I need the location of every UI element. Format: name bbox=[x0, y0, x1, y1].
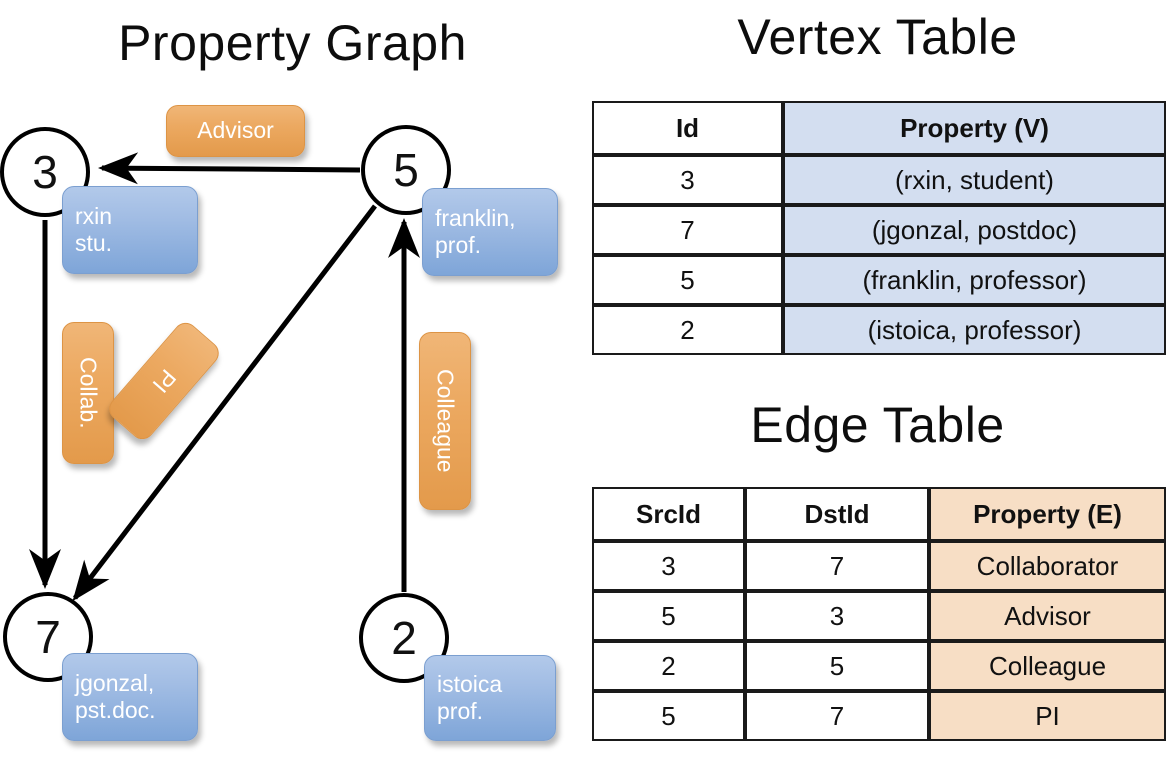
vertex-property-line-1: rxin bbox=[75, 202, 113, 229]
graph-node-5[interactable]: 5 bbox=[361, 125, 451, 215]
edge-cell-dstid: 7 bbox=[745, 691, 929, 741]
vertex-property-box-3: rxin stu. bbox=[62, 186, 198, 274]
table-row: 3 (rxin, student) bbox=[592, 155, 1166, 205]
property-graph-diagram: 3 5 7 2 rxin stu. franklin, prof. jgonza… bbox=[0, 105, 558, 741]
edge-cell-property: PI bbox=[929, 691, 1166, 741]
edge-cell-property: Colleague bbox=[929, 641, 1166, 691]
page-title-edge-table: Edge Table bbox=[750, 397, 1005, 453]
edge-cell-srcid: 5 bbox=[592, 691, 745, 741]
edge-cell-property: Collaborator bbox=[929, 541, 1166, 591]
table-row: 5 7 PI bbox=[592, 691, 1166, 741]
edge-label-text: Advisor bbox=[197, 117, 274, 144]
vertex-property-line-2: prof. bbox=[437, 698, 484, 724]
edge-label-box-colleague: Colleague bbox=[419, 332, 471, 510]
vertex-cell-property: (jgonzal, postdoc) bbox=[783, 205, 1166, 255]
vertex-table-header-property: Property (V) bbox=[783, 101, 1166, 155]
table-row: 2 (istoica, professor) bbox=[592, 305, 1166, 355]
table-row: 7 (jgonzal, postdoc) bbox=[592, 205, 1166, 255]
edge-arrow-5-to-7 bbox=[72, 204, 377, 602]
edge-label-box-advisor: Advisor bbox=[166, 105, 305, 157]
table-row: 3 7 Collaborator bbox=[592, 541, 1166, 591]
edge-label-text: Collab. bbox=[75, 357, 102, 429]
vertex-property-line-2: stu. bbox=[75, 230, 113, 256]
table-row: 5 3 Advisor bbox=[592, 591, 1166, 641]
vertex-table-header-id: Id bbox=[592, 101, 783, 155]
vertex-cell-id: 7 bbox=[592, 205, 783, 255]
vertex-table: Id Property (V) 3 (rxin, student) 7 (jgo… bbox=[592, 101, 1166, 355]
vertex-property-line-2: prof. bbox=[435, 232, 482, 258]
edge-cell-dstid: 7 bbox=[745, 541, 929, 591]
edge-cell-srcid: 2 bbox=[592, 641, 745, 691]
vertex-table-header-row: Id Property (V) bbox=[592, 101, 1166, 155]
vertex-cell-id: 5 bbox=[592, 255, 783, 305]
edge-table-header-srcid: SrcId bbox=[592, 487, 745, 541]
edge-table-header-property: Property (E) bbox=[929, 487, 1166, 541]
graph-edge-arrows bbox=[29, 152, 420, 602]
vertex-cell-property: (istoica, professor) bbox=[783, 305, 1166, 355]
graph-node-2[interactable]: 2 bbox=[359, 593, 449, 683]
vertex-property-line-1: jgonzal, bbox=[75, 669, 155, 696]
edge-cell-srcid: 3 bbox=[592, 541, 745, 591]
edge-table-header-row: SrcId DstId Property (E) bbox=[592, 487, 1166, 541]
vertex-property-line-2: pst.doc. bbox=[75, 697, 156, 723]
vertex-property-line-1: franklin, bbox=[435, 204, 516, 231]
page-title-property-graph: Property Graph bbox=[118, 15, 467, 71]
edge-cell-dstid: 3 bbox=[745, 591, 929, 641]
edge-table-header-dstid: DstId bbox=[745, 487, 929, 541]
vertex-property-box-5: franklin, prof. bbox=[422, 188, 558, 276]
edge-label-box-collaborator: Collab. bbox=[62, 322, 114, 464]
edge-arrow-5-to-3 bbox=[98, 152, 361, 185]
vertex-property-line-1: istoica bbox=[437, 670, 503, 697]
edge-label-text: Colleague bbox=[432, 369, 459, 473]
edge-table: SrcId DstId Property (E) 3 7 Collaborato… bbox=[592, 487, 1166, 741]
table-row: 2 5 Colleague bbox=[592, 641, 1166, 691]
vertex-cell-property: (franklin, professor) bbox=[783, 255, 1166, 305]
vertex-property-box-2: istoica prof. bbox=[424, 655, 556, 741]
edge-cell-property: Advisor bbox=[929, 591, 1166, 641]
edge-cell-dstid: 5 bbox=[745, 641, 929, 691]
vertex-cell-property: (rxin, student) bbox=[783, 155, 1166, 205]
table-row: 5 (franklin, professor) bbox=[592, 255, 1166, 305]
vertex-cell-id: 3 bbox=[592, 155, 783, 205]
page-title-vertex-table: Vertex Table bbox=[737, 9, 1018, 65]
edge-cell-srcid: 5 bbox=[592, 591, 745, 641]
edge-label-text: PI bbox=[147, 364, 182, 399]
vertex-property-box-7: jgonzal, pst.doc. bbox=[62, 653, 198, 741]
vertex-cell-id: 2 bbox=[592, 305, 783, 355]
